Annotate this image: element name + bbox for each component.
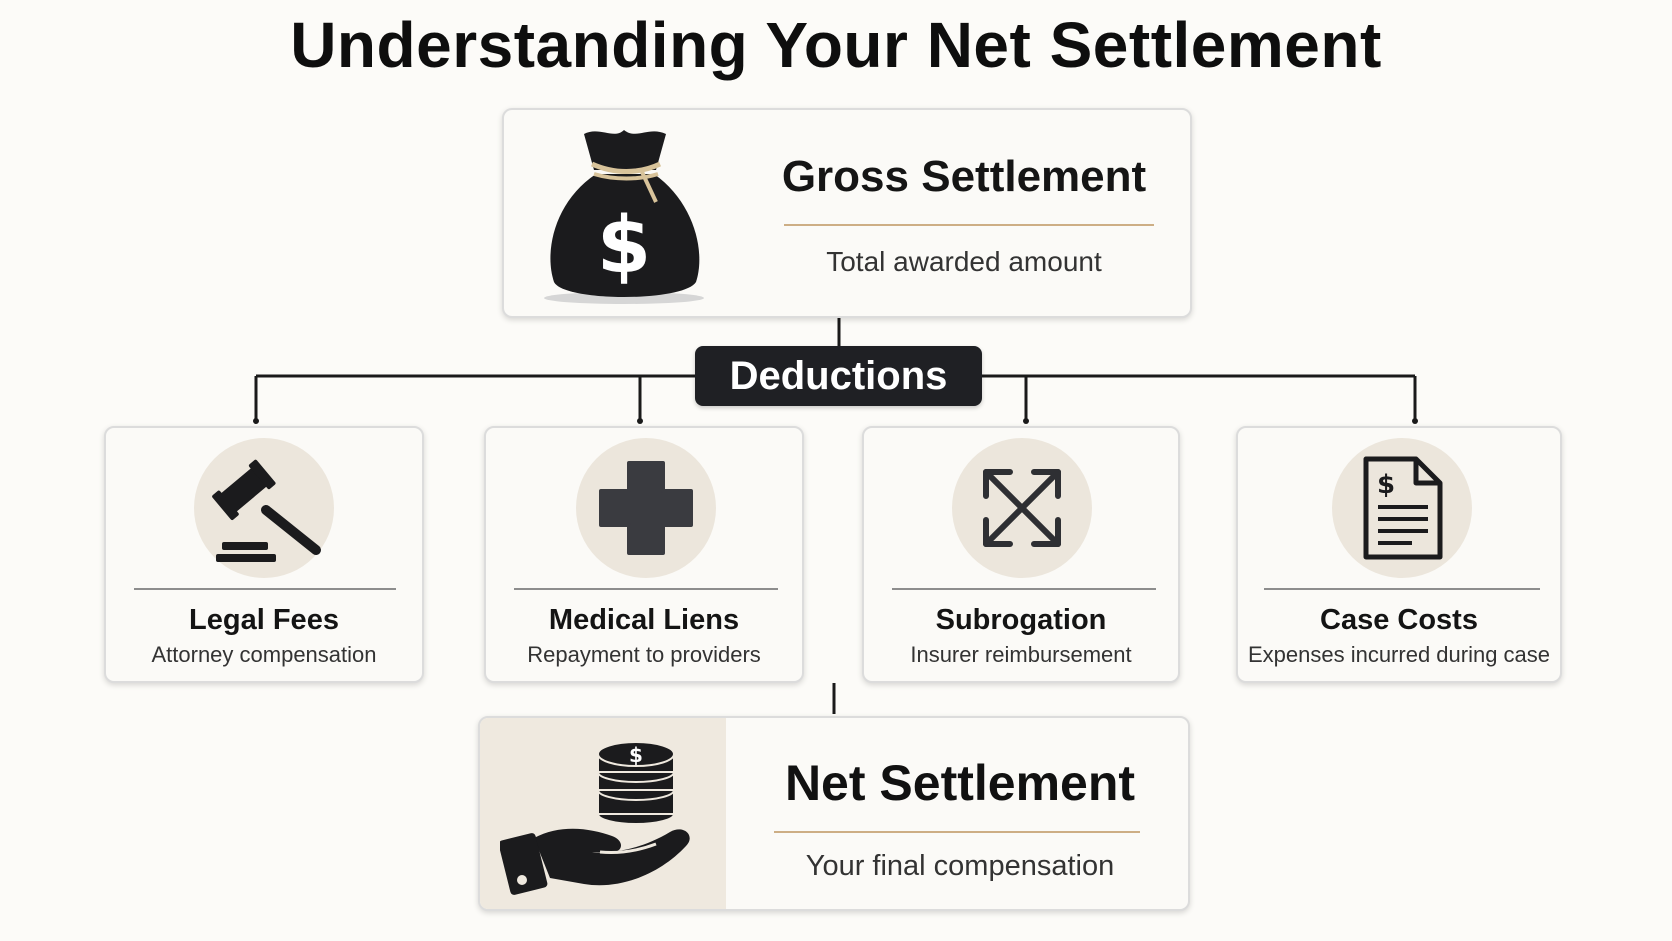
- deductions-badge: Deductions: [695, 346, 982, 406]
- case-costs-divider: [1264, 588, 1540, 590]
- money-bag-icon: $: [544, 130, 704, 304]
- gross-settlement-title: Gross Settlement: [781, 152, 1147, 201]
- net-settlement-subtitle: Your final compensation: [805, 850, 1115, 882]
- case-costs-title: Case Costs: [1320, 604, 1478, 636]
- deduction-card-case-costs: $ Case Costs Expenses incurred during ca…: [1236, 426, 1562, 683]
- case-costs-subtitle: Expenses incurred during case: [1247, 642, 1551, 667]
- net-settlement-card: $ Net Settlement Your final compensation: [478, 716, 1190, 911]
- invoice-document-icon: $: [1363, 456, 1443, 560]
- deduction-card-medical-liens: Medical Liens Repayment to providers: [484, 426, 804, 683]
- hand-coins-icon: $: [500, 741, 690, 895]
- arrows-expand-icon: [983, 469, 1061, 547]
- subrogation-subtitle: Insurer reimbursement: [910, 642, 1132, 667]
- gross-settlement-card: $ Gross Settlement Total awarded amount: [502, 108, 1192, 318]
- medical-liens-subtitle: Repayment to providers: [527, 642, 761, 667]
- deduction-card-legal-fees: Legal Fees Attorney compensation: [104, 426, 424, 683]
- subrogation-divider: [892, 588, 1156, 590]
- medical-liens-icon-circle: [576, 438, 716, 578]
- legal-fees-divider: [134, 588, 396, 590]
- svg-text:$: $: [1377, 470, 1395, 500]
- subrogation-title: Subrogation: [935, 604, 1107, 636]
- medical-cross-icon: [599, 461, 693, 555]
- net-icon-panel: $: [480, 718, 726, 909]
- subrogation-icon-circle: [952, 438, 1092, 578]
- svg-text:$: $: [597, 201, 651, 291]
- gavel-icon: [212, 459, 321, 562]
- medical-liens-title: Medical Liens: [548, 604, 740, 636]
- legal-fees-title: Legal Fees: [189, 604, 339, 636]
- legal-fees-icon-circle: [194, 438, 334, 578]
- gross-divider: [784, 224, 1154, 226]
- net-divider: [774, 831, 1140, 833]
- case-costs-icon-circle: $: [1332, 438, 1472, 578]
- deduction-card-subrogation: Subrogation Insurer reimbursement: [862, 426, 1180, 683]
- svg-text:$: $: [629, 743, 643, 767]
- gross-settlement-subtitle: Total awarded amount: [826, 246, 1102, 277]
- legal-fees-subtitle: Attorney compensation: [151, 642, 377, 667]
- page-title: Understanding Your Net Settlement: [290, 9, 1382, 81]
- medical-liens-divider: [514, 588, 778, 590]
- net-settlement-title: Net Settlement: [784, 755, 1136, 811]
